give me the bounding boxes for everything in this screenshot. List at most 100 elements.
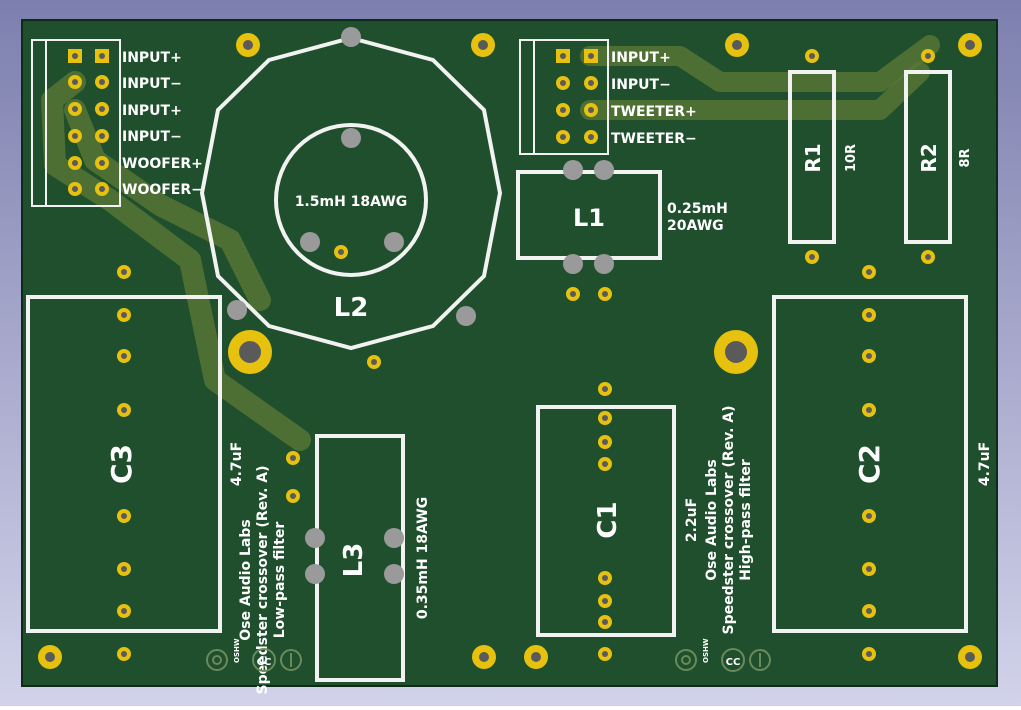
c3-pad-4 <box>117 403 131 417</box>
connector-left-pad-a-6 <box>68 182 82 196</box>
c2-pad-1 <box>862 265 876 279</box>
l3-value-label: 0.35mH 18AWG <box>415 497 431 619</box>
c2-pad-3 <box>862 349 876 363</box>
c3-pad-6 <box>117 562 131 576</box>
c3-pad-5 <box>117 509 131 523</box>
l3-pad-aux-1 <box>286 451 300 465</box>
l1-pad-aux-2 <box>598 287 612 301</box>
l1-value-label-line1: 0.25mH <box>667 201 728 217</box>
l2-th-pad-inner-left <box>300 232 320 252</box>
l3-ref-label: L3 <box>339 543 369 578</box>
connector-left-pad-a-3 <box>68 102 82 116</box>
connector-right-pin-1-label: INPUT+ <box>611 50 671 66</box>
connector-right-pad-b-3 <box>584 103 598 117</box>
l1-outline <box>516 170 662 260</box>
l2-pad-center <box>334 245 348 259</box>
c2-pad-2 <box>862 308 876 322</box>
c3-pad-8 <box>117 647 131 661</box>
l1-ref-label: L1 <box>573 204 605 232</box>
l2-th-pad-left <box>227 300 247 320</box>
c1-outline <box>536 405 676 637</box>
l3-th-pad-4 <box>384 564 404 584</box>
l1-th-pad-4 <box>594 254 614 274</box>
c3-pad-3 <box>117 349 131 363</box>
connector-left-pin-2-label: INPUT− <box>122 76 182 92</box>
c1-ref-label: C1 <box>593 501 623 538</box>
l2-ref-label: L2 <box>334 293 369 323</box>
c1-pad-2 <box>598 411 612 425</box>
l2-th-pad-right <box>456 306 476 326</box>
oshw-circle-icon-right <box>749 649 771 671</box>
trace-input-to-r2 <box>580 35 940 92</box>
oshw-gear-right-label: OSHW <box>702 638 710 663</box>
mounting-holes <box>38 33 982 669</box>
logos-layer: OSHW CC OSHW CC <box>206 638 771 672</box>
mount-hole-5 <box>38 645 62 669</box>
mount-hole-7 <box>524 645 548 669</box>
l2-outer-outline <box>199 35 503 351</box>
connector-right-pad-a-4 <box>556 130 570 144</box>
c1-value-label: 2.2uF <box>684 498 700 542</box>
c2-value-label: 4.7uF <box>977 442 993 486</box>
connector-right-pad-b-1 <box>584 49 598 63</box>
l3-outline <box>315 434 405 682</box>
r2-pad-bottom <box>921 250 935 264</box>
r1-pad-top <box>805 49 819 63</box>
c3-outline <box>26 295 222 633</box>
l1-value-label-line2: 20AWG <box>667 218 724 234</box>
connector-left-pad-a-2 <box>68 75 82 89</box>
l2-value-label: 1.5mH 18AWG <box>295 194 408 210</box>
highpass-note-line3: High-pass filter <box>738 459 754 581</box>
l1-th-pad-1 <box>563 160 583 180</box>
c3-value-label: 4.7uF <box>229 442 245 486</box>
r1-value-label: 10R <box>844 144 859 172</box>
mount-hole-large-left <box>228 330 272 374</box>
c2-pad-5 <box>862 509 876 523</box>
c1-pad-1 <box>598 382 612 396</box>
connector-left-pin-1-label: INPUT+ <box>122 50 182 66</box>
c2-ref-label: C2 <box>853 444 886 484</box>
c1-pad-3 <box>598 435 612 449</box>
cc-left-label: CC <box>257 657 272 668</box>
connector-left-pin-6-label: WOOFER− <box>122 182 203 198</box>
oshw-gear-icon-left: OSHW <box>206 638 241 671</box>
connector-left-pad-a-1 <box>68 49 82 63</box>
oshw-circle-icon-left <box>280 649 302 671</box>
l2-inner-outline <box>274 123 428 277</box>
mount-hole-4 <box>958 33 982 57</box>
r2-outline <box>904 70 952 244</box>
l3-pad-aux-2 <box>286 489 300 503</box>
connector-left-pin-5-label: WOOFER+ <box>122 156 203 172</box>
r2-ref-label: R2 <box>917 143 941 172</box>
l1-pad-aux-1 <box>566 287 580 301</box>
connector-right-pad-a-1 <box>556 49 570 63</box>
r1-outline <box>788 70 836 244</box>
connector-left-pad-b-3 <box>95 102 109 116</box>
connector-right-pad-a-2 <box>556 76 570 90</box>
lowpass-note-line2: Speedster crossover (Rev. A) <box>255 465 271 694</box>
mount-hole-3 <box>725 33 749 57</box>
silkscreen-layer <box>26 35 968 682</box>
c2-pad-7 <box>862 604 876 618</box>
connector-right-pin-3-label: TWEETER+ <box>611 104 697 120</box>
lowpass-note-line3: Low-pass filter <box>272 522 288 639</box>
connector-right-pin-4-label: TWEETER− <box>611 131 697 147</box>
r2-pad-top <box>921 49 935 63</box>
connector-left-pin-4-label: INPUT− <box>122 129 182 145</box>
lowpass-note-line1: Ose Audio Labs <box>238 519 254 640</box>
connector-left-pad-b-1 <box>95 49 109 63</box>
connector-left-pad-b-6 <box>95 182 109 196</box>
c1-pad-5 <box>598 571 612 585</box>
c2-outline <box>772 295 968 633</box>
l3-th-pad-2 <box>305 564 325 584</box>
connector-right-outline <box>519 39 609 155</box>
cc-icon-right: CC <box>721 648 745 672</box>
connector-left-pad-a-5 <box>68 156 82 170</box>
cc-right-label: CC <box>726 657 741 668</box>
c3-pad-7 <box>117 604 131 618</box>
connector-left-pad-b-4 <box>95 129 109 143</box>
connector-left-outline <box>31 39 121 207</box>
connector-left-pad-b-2 <box>95 75 109 89</box>
c3-pad-2 <box>117 308 131 322</box>
